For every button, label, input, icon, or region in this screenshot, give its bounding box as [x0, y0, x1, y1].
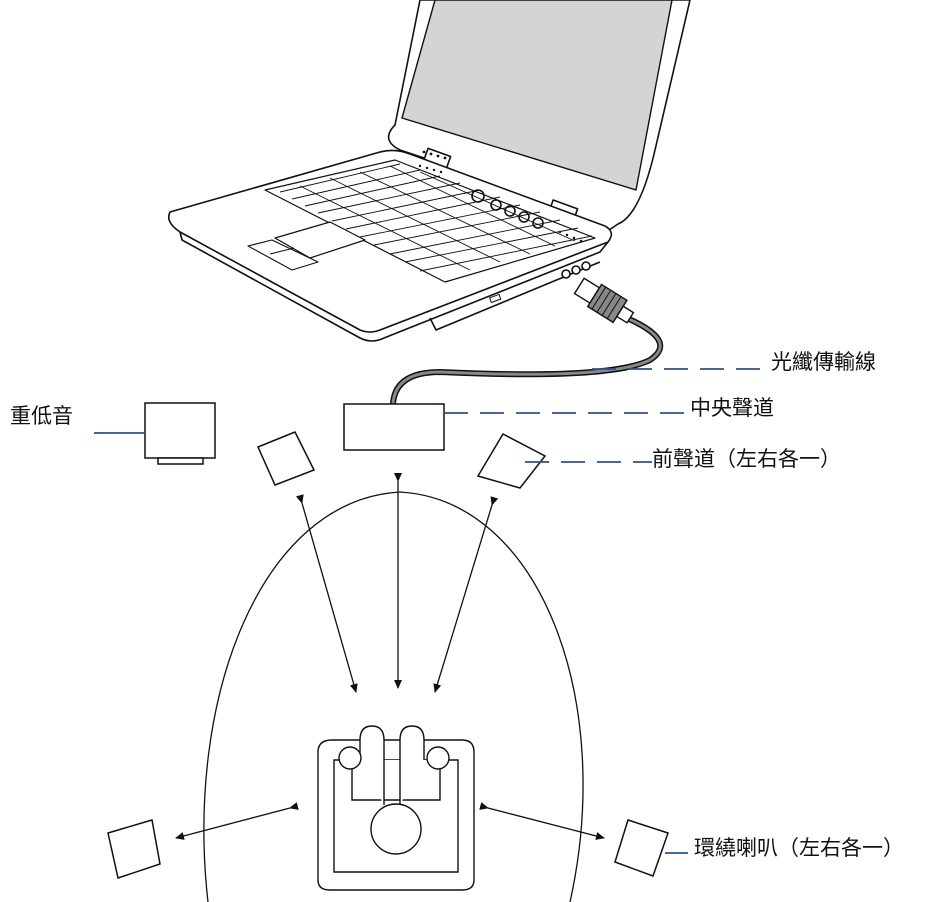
center-speaker	[343, 403, 445, 451]
front-left-speaker	[256, 431, 316, 486]
label-subwoofer: 重低音	[10, 404, 73, 428]
label-front-channel: 前聲道（左右各一）	[652, 447, 841, 471]
label-surround-speakers: 環繞喇叭（左右各一）	[694, 836, 904, 860]
laptop-screen	[401, 0, 673, 191]
label-center-channel: 中央聲道	[690, 396, 774, 420]
leader-lines	[94, 368, 766, 854]
laptop	[167, 0, 691, 342]
subwoofer-box	[144, 402, 216, 459]
sound-arrows	[175, 473, 605, 840]
touchpad	[274, 221, 366, 259]
front-right-speaker	[476, 433, 547, 489]
label-optical-cable: 光纖傳輸線	[771, 350, 876, 374]
speakers	[107, 402, 669, 879]
keyboard	[264, 159, 596, 283]
surround-left-speaker	[107, 819, 161, 879]
listeners-sofa	[317, 725, 475, 891]
subwoofer-base	[157, 457, 204, 465]
optical-plug	[573, 277, 635, 324]
surround-right-speaker	[614, 819, 669, 877]
optical-cable	[390, 277, 664, 405]
